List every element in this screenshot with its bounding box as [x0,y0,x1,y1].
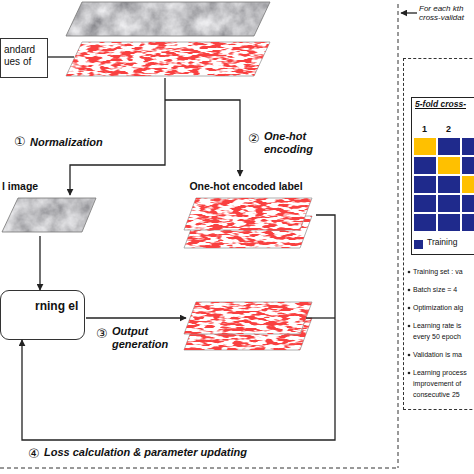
grid-cell [462,157,474,174]
flow-line [306,317,335,318]
grid-cell [462,195,474,212]
grid-cell [438,195,460,212]
output-mask [184,302,312,334]
flow-arrow [86,317,186,318]
loop-arrow [401,12,417,13]
model-box: rning el [0,290,85,340]
fold-number: 2 [446,124,451,134]
grid-cell [462,138,474,155]
fold-number: 1 [422,124,427,134]
grid-cell [462,214,474,231]
model-text: rning el [35,300,81,314]
box-text: andard ues of [4,44,46,67]
step-number: ③ [96,327,108,340]
bullet-dot [408,307,411,310]
bullet-dot [408,271,411,274]
setting-text: Validation is ma [413,351,462,359]
step-number: ② [248,132,260,145]
terrain-image [66,2,270,36]
normalized-image [2,198,96,232]
legend-swatch [414,240,423,249]
step-number: ① [14,135,26,148]
flow-connector [22,215,335,440]
setting-text: Optimization alg [413,304,463,312]
grid-cell [414,176,436,193]
cv-title: 5-fold cross- [415,100,466,110]
step-label: One-hot encoding [264,130,324,155]
setting-text: Learning rate is [413,322,461,330]
loop-note: For each kth cross-validat [419,4,474,22]
step-number: ④ [28,447,40,460]
flow-arrow [165,100,240,176]
label-sheet [184,216,312,248]
image-heading: One-hot encoded label [176,180,316,192]
grid-cell [438,157,460,174]
grid-cell [462,176,474,193]
bullet-dot [408,354,411,357]
label-mask [66,42,270,76]
image-outline [2,198,96,232]
panel-border [0,468,398,469]
leader-line [48,56,74,57]
grid-cell [414,157,436,174]
flow-connector [39,236,40,290]
grid-cell [438,176,460,193]
output-sheet [184,302,312,334]
source-box: andard ues of [0,38,48,78]
grid-cell [414,214,436,231]
setting-text: Batch size = 4 [413,286,457,294]
grid-cell [438,138,460,155]
label-sheet [66,42,270,76]
cv-box: 5-fold cross- [411,97,474,255]
setting-text: consecutive 25 [413,391,460,399]
setting-text: improvement of [413,380,461,388]
settings-panel: Training set : va Batch size = 4 Optimizat… [403,58,474,410]
step-label: Normalization [30,136,103,149]
label-sheet [184,198,312,230]
fold-grid [414,138,474,231]
bullet-dot [408,289,411,292]
setting-text: every 50 epoch [413,333,461,341]
step-label: Output generation [112,325,178,350]
image-heading: l image [2,180,38,192]
step-label: Loss calculation & parameter updating [44,446,247,459]
output-mask [184,318,312,350]
output-sheet [184,318,312,350]
bullet-dot [408,372,411,375]
label-mask [184,216,312,248]
bullet-dot [408,325,411,328]
image-node: l image [0,178,100,236]
panel-border [398,4,399,468]
grid-cell [438,214,460,231]
setting-text: Training set : va [413,268,463,276]
label-mask [184,198,312,230]
image-node: One-hot encoded label [176,178,316,252]
grid-cell [414,195,436,212]
setting-text: Learning process [413,369,467,377]
legend-text: Training [427,238,457,248]
image-outline [66,2,270,36]
grid-cell [414,138,436,155]
